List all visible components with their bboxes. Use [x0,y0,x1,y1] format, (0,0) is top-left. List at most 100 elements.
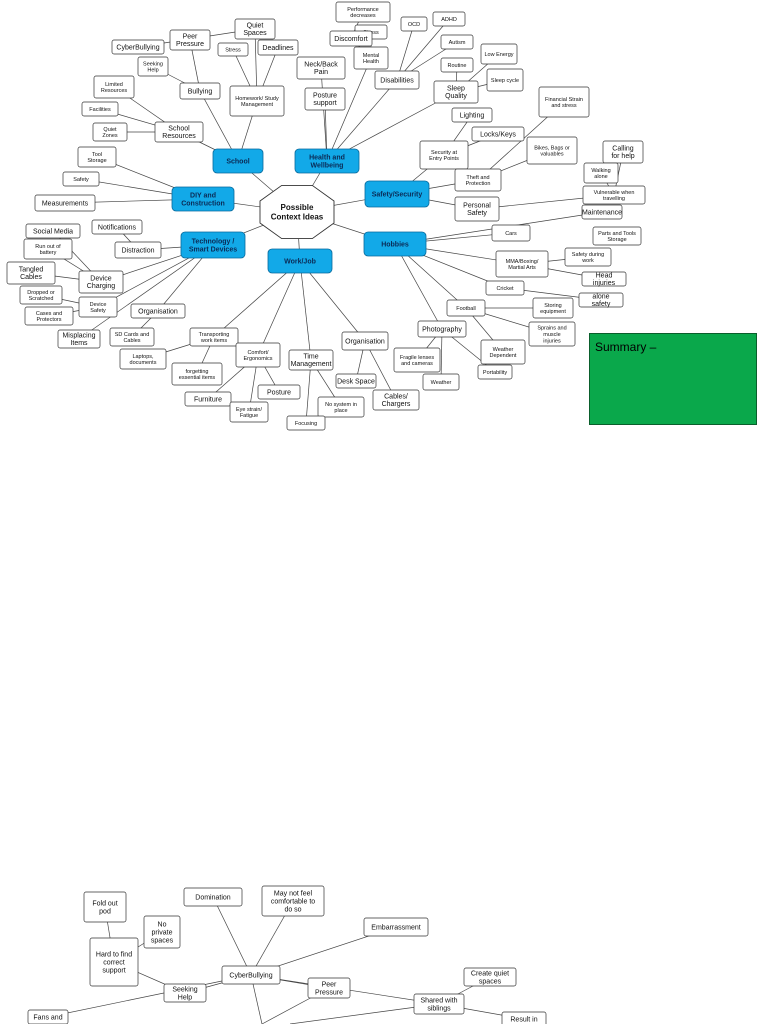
connector-line [305,359,312,424]
node-label: Fans and [33,1014,62,1021]
node-label: Lighting [460,112,485,119]
node-label: Stress [225,47,241,53]
mindmap-node: Facilities [81,101,119,117]
node-label: Cables/Chargers [382,394,411,408]
mindmap-node: Stress [217,42,249,57]
summary-label: Summary – [595,340,657,354]
hub-label: School [226,158,249,165]
hub-label: Technology /Smart Devices [189,238,237,253]
node-label: Measurements [42,200,89,207]
node-label: Furniture [194,396,222,403]
mindmap-node: Laptops,documents [119,348,167,370]
mindmap-node: Eye strain/Fatigue [229,401,269,423]
node-label: Posture [267,389,291,396]
node-label: Safety [73,177,89,183]
node-label: Discomfort [334,36,368,43]
node-label: Portability [483,370,507,376]
mindmap-node: Photography [417,320,467,338]
mindmap-node: MMA/Boxing/Martial Arts [495,250,549,278]
mindmap-node: Fans and [27,1009,69,1024]
mindmap-node: Organisation [130,303,186,319]
node-label: OCD [408,22,420,28]
mindmap-node: Routine [440,57,474,73]
node-label: Embarrassment [371,924,420,931]
connector-line [440,328,443,383]
connector-line [213,260,301,338]
mindmap-node: Deadlines [257,39,299,56]
connector-line [299,260,366,342]
mindmap-node: Safety [62,171,100,187]
connector-line [320,67,328,162]
hub-node-safety: Safety/Security [364,180,430,208]
connector-line [299,260,312,361]
mindmap-node: OCD [400,16,428,32]
hub-label: Work/Job [284,258,316,265]
node-label: Deadlines [262,45,294,52]
mindmap-node: Social Media [25,223,81,239]
mindmap-node: Distraction [114,241,162,259]
node-label: Eye strain/Fatigue [236,407,262,419]
mindmap-node: Notifications [91,219,143,235]
node-label: CyberBullying [229,972,272,979]
mindmap-node: Locks/Keys [471,126,525,142]
node-label: Weather [431,380,452,386]
mindmap-node: Discomfort [329,30,373,47]
mindmap-node: Measurements [34,194,96,212]
mindmap-node: ADHD [432,11,466,27]
node-label: Bullying [188,88,213,95]
mindmap-node: Organisation [341,331,389,351]
mindmap-node: Autism [440,34,474,50]
mindmap-node: Football [446,299,486,317]
connector-line [396,18,450,81]
node-label: Comfort/Ergonomics [243,350,272,362]
node-label: Result in [510,1016,537,1023]
